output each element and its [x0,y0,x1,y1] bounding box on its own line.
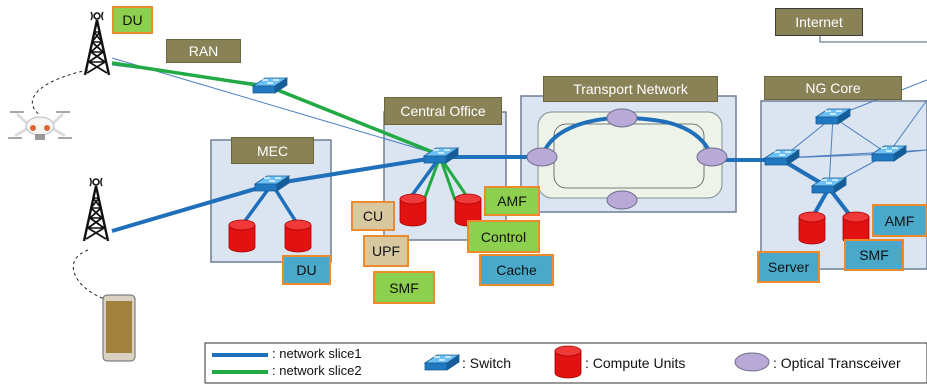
compute-unit [798,211,826,245]
compute-unit [399,193,427,227]
cu-label: CU [351,201,395,231]
legend-transceiver-label: : Optical Transceiver [773,355,901,371]
ran-label: RAN [166,39,241,63]
ng-core-label: NG Core [764,76,902,100]
control-label: Control [467,220,540,253]
drone-wireless-link [31,69,89,116]
mec-label: MEC [231,137,314,164]
amf-core-label: AMF [872,204,927,237]
optical-transceiver [696,147,728,167]
internet-connector [819,36,927,43]
du-top-label: DU [112,6,153,34]
legend-compute-icon [554,345,582,379]
smf-core-label: SMF [844,239,904,271]
du-mec-label: DU [282,255,331,285]
smartphone-icon [102,294,136,362]
smf-co-label: SMF [373,271,435,304]
legend-slice1-label: : network slice1 [272,346,362,361]
optical-transceiver [526,147,558,167]
compute-unit [284,219,312,253]
optical-transceiver [606,190,638,210]
optical-transceiver [606,108,638,128]
cell-tower-icon [82,176,110,243]
legend-compute-label: : Compute Units [585,355,686,371]
legend-transceiver-icon [734,352,770,372]
transport-network-label: Transport Network [543,76,718,102]
central-office-label: Central Office [384,97,502,125]
amf-co-label: AMF [484,186,540,216]
cell-tower-icon [83,10,111,77]
upf-label: UPF [363,235,409,267]
phone-wireless-link [72,249,109,301]
legend-switch-label: : Switch [462,355,512,371]
drone-icon [8,111,72,140]
internet-label: Internet [775,8,863,36]
cache-label: Cache [479,254,554,286]
compute-unit [228,219,256,253]
legend-slice2-label: : network slice2 [272,363,362,378]
slice1-co-branch [408,155,442,200]
server-label: Server [757,251,820,283]
